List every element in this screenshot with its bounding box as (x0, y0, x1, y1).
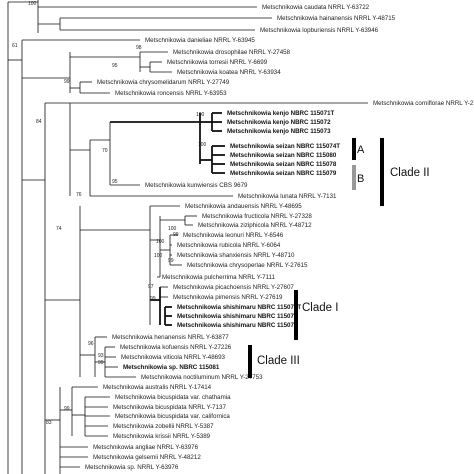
taxon-label: Metschnikowia chrysoperlae NRRL Y-27615 (187, 262, 308, 269)
support-value: 99 (98, 360, 104, 366)
support-value: 84 (36, 119, 42, 125)
support-value: 99 (150, 296, 156, 302)
clade-ii-label: Clade II (390, 167, 430, 179)
clade-iii-label: Clade III (257, 355, 300, 367)
taxon-label: Metschnikowia shanxiensis NRRL Y-48710 (177, 252, 295, 259)
support-value: 96 (88, 341, 94, 347)
clade-bars: A B Clade II Clade I Clade III (248, 138, 430, 378)
support-value: 100 (156, 239, 165, 245)
taxon-label: Metschnikowia krissii NRRL Y-5389 (113, 433, 211, 440)
taxon-label: Metschnikowia picachoensis NRRL Y-27607 (173, 284, 294, 291)
support-value: 98 (136, 45, 142, 51)
subgroup-a-bar (352, 138, 356, 160)
support-value: 100 (154, 253, 163, 259)
taxon-label: Metschnikowia bicuspidata NRRL Y-7137 (113, 404, 226, 411)
taxon-label: Metschnikowia seizan NBRC 115079 (230, 170, 337, 177)
subgroup-b-bar (352, 165, 356, 190)
support-value: 100 (28, 1, 37, 7)
taxon-label: Metschnikowia henanensis NRRL Y-63877 (112, 334, 229, 341)
taxon-label: Metschnikowia shishimaru NBRC 115076T (177, 304, 301, 311)
taxon-label: Metschnikowia shishimaru NBRC 115077 (177, 322, 298, 329)
taxon-label: Metschnikowia andauensis NRRL Y-48695 (185, 203, 302, 210)
taxon-label: Metschnikowia rubicola NRRL Y-6064 (177, 242, 281, 249)
taxon-label: Metschnikowia sp. NRRL Y-63976 (85, 464, 179, 471)
taxon-label: Metschnikowia drosophilae NRRL Y-27458 (173, 49, 291, 56)
subgroup-a-label: A (357, 144, 365, 156)
support-value: 83 (46, 420, 52, 426)
taxon-label: Metschnikowia kofuensis NRRL Y-27226 (120, 344, 232, 351)
taxon-label: Metschnikowia roncensis NRRL Y-63953 (115, 90, 227, 97)
taxon-label: Metschnikowia bicuspidata var. chathamia (115, 394, 231, 401)
support-value: 100 (198, 142, 207, 148)
subgroup-b-label: B (357, 173, 364, 185)
support-value: 70 (102, 148, 108, 154)
taxon-label: Metschnikowia caudata NRRL Y-63722 (262, 4, 370, 11)
taxon-label: Metschnikowia pulcherrima NRRL Y-7111 (162, 274, 276, 281)
taxon-label: Metschnikowia shishimaru NBRC 115075 (177, 313, 298, 320)
taxon-labels: Metschnikowia caudata NRRL Y-63722Metsch… (85, 4, 474, 471)
support-value: 93 (98, 353, 104, 359)
support-value: 100 (196, 112, 205, 118)
taxon-label: Metschnikowia zobellii NRRL Y-5387 (113, 423, 214, 430)
taxon-label: Metschnikowia noctiluminum NRRL Y-27753 (141, 374, 263, 381)
taxon-label: Metschnikowia torresii NRRL Y-6699 (167, 59, 268, 66)
taxon-label: Metschnikowia corniflorae NRRL Y-27750 (373, 100, 474, 107)
taxon-label: Metschnikowia fructicola NRRL Y-27328 (202, 213, 312, 220)
taxon-label: Metschnikowia sp. NBRC 115081 (123, 364, 220, 371)
taxon-label: Metschnikowia viticola NRRL Y-48693 (121, 354, 226, 361)
support-value: 95 (112, 179, 118, 185)
support-value: 99 (173, 232, 179, 238)
taxon-label: Metschnikowia gelsemii NRRL Y-48212 (93, 454, 201, 461)
taxon-label: Metschnikowia kenjo NBRC 115071T (227, 110, 335, 117)
support-value: 74 (56, 226, 62, 232)
taxon-label: Metschnikowia pimensis NRRL Y-27619 (173, 294, 283, 301)
support-value: 99 (168, 258, 174, 264)
taxon-label: Metschnikowia angliae NRRL Y-63976 (93, 444, 199, 451)
clade-i-bar (294, 290, 298, 340)
clade-i-label: Clade I (302, 302, 338, 314)
support-value: 99 (64, 406, 70, 412)
taxon-label: Metschnikowia bicuspidata var. californi… (115, 413, 230, 420)
taxon-label: Metschnikowia lopburiensis NRRL Y-63946 (260, 27, 379, 34)
taxon-label: Metschnikowia lunata NRRL Y-7131 (238, 193, 337, 200)
taxon-label: Metschnikowia hainanensis NRRL Y-48715 (277, 15, 396, 22)
support-value: 97 (148, 284, 154, 290)
taxon-label: Metschnikowia koatea NRRL Y-63934 (177, 69, 281, 76)
taxon-label: Metschnikowia ziziphicola NRRL Y-48712 (198, 222, 312, 229)
taxon-label: Metschnikowia seizan NBRC 115078 (230, 161, 337, 168)
clade-iii-bar (248, 345, 252, 378)
clade-ii-bar (380, 138, 384, 206)
taxon-label: Metschnikowia chrysomelidarum NRRL Y-277… (97, 79, 230, 86)
taxon-label: Metschnikowia seizan NBRC 115080 (230, 152, 337, 159)
support-value: 100 (168, 226, 177, 232)
taxon-label: Metschnikowia danieliae NRRL Y-63945 (145, 37, 255, 44)
tree-branches (7, 0, 368, 474)
taxon-label: Metschnikowia kenjo NBRC 115072 (227, 119, 331, 126)
support-value: 61 (12, 43, 18, 49)
taxon-label: Metschnikowia leonuri NRRL Y-6546 (183, 232, 284, 239)
taxon-label: Metschnikowia kunwiensis CBS 9679 (145, 182, 248, 189)
support-value: 99 (64, 79, 70, 85)
support-value: 76 (76, 192, 82, 198)
taxon-label: Metschnikowia australis NRRL Y-17414 (103, 384, 212, 391)
taxon-label: Metschnikowia kenjo NBRC 115073 (227, 128, 331, 135)
support-value: 95 (112, 63, 118, 69)
taxon-label: Metschnikowia seizan NBRC 115074T (230, 143, 340, 150)
